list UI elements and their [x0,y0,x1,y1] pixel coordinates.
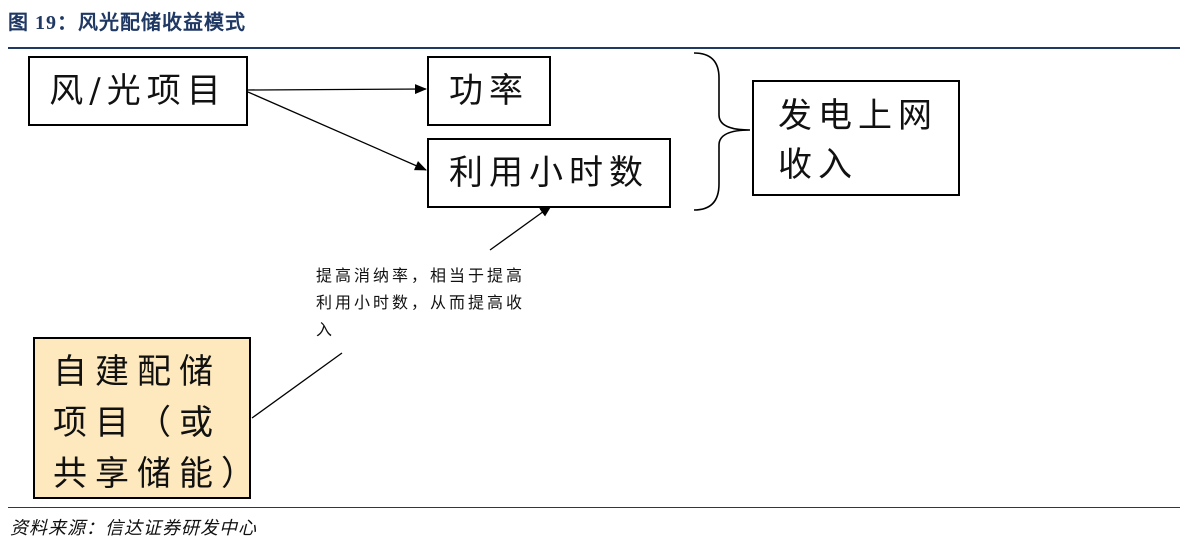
annotation-text: 提高消纳率，相当于提高利用小时数，从而提高收入 [316,266,526,339]
node-utilization-hours: 利用小时数 [427,138,671,208]
node-storage-project: 自建配储项目（或共享储能） [33,337,263,499]
source-note: 资料来源：信达证券研发中心 [10,518,257,539]
node-wind-solar-project-label: 风/光项目 [49,70,227,111]
node-storage-project-label: 自建配储项目（或共享储能） [53,352,263,494]
node-utilization-hours-label: 利用小时数 [449,152,649,193]
node-power: 功率 [427,56,551,126]
node-grid-revenue: 发电上网收入 [752,80,960,196]
node-grid-revenue-label: 发电上网收入 [778,96,938,186]
brace-right [693,52,751,211]
bottom-rule [8,507,1180,508]
line-storage-to-annotation [251,352,343,419]
node-wind-solar-project: 风/光项目 [28,56,248,126]
figure-title: 图 19：风光配储收益模式 [8,12,246,34]
arrow-project-to-power [247,84,427,95]
arrow-project-to-hours [247,91,427,171]
arrow-storage-to-hours [489,205,552,251]
top-rule [8,47,1180,49]
node-power-label: 功率 [449,70,529,111]
